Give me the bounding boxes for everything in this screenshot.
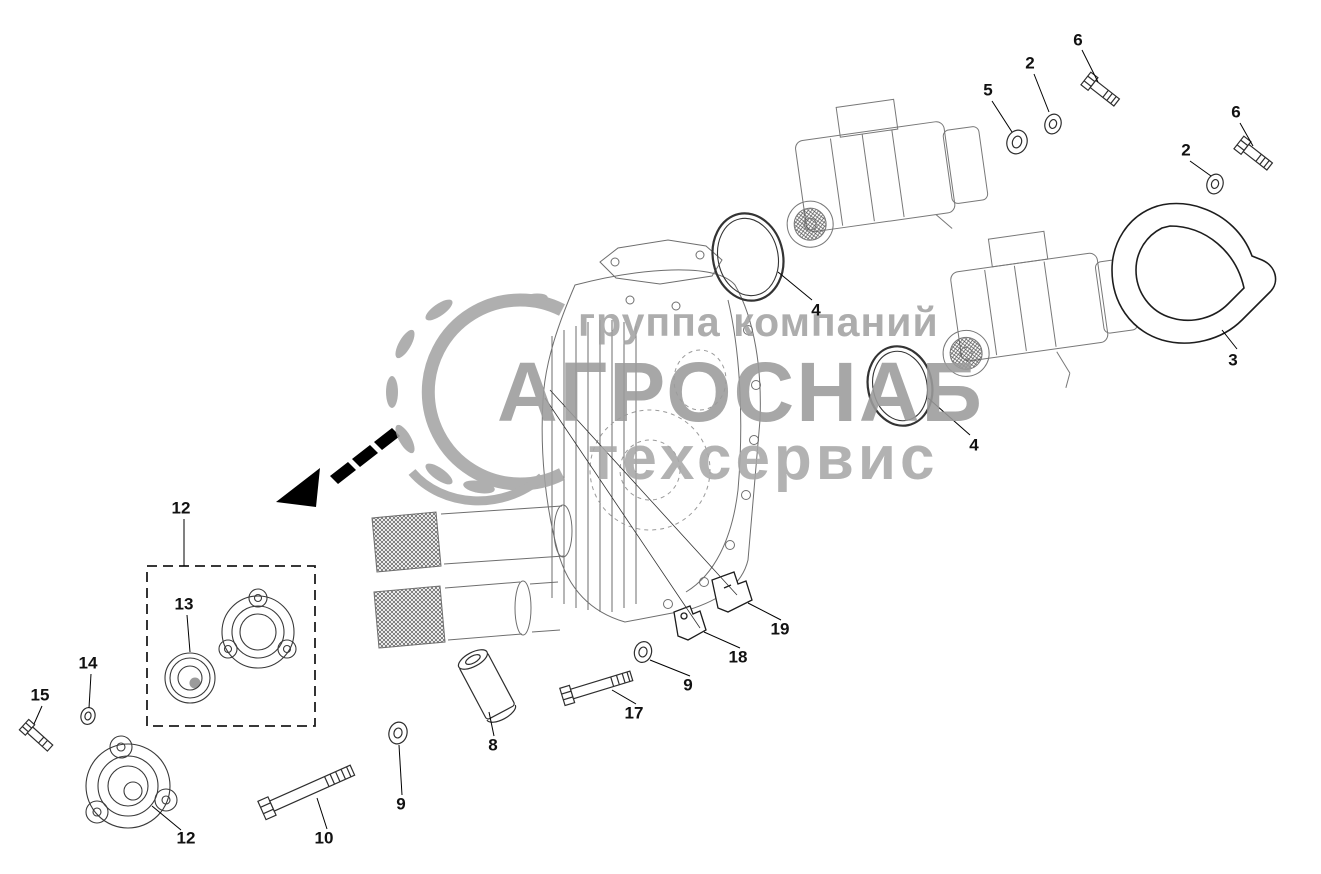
spacer-8	[457, 649, 517, 723]
washer-9-right	[633, 641, 653, 663]
callout-15: 15	[30, 685, 50, 705]
output-shaft-upper	[371, 504, 573, 573]
callout-17: 17	[624, 703, 644, 723]
bolt-15	[18, 718, 54, 752]
callout-18: 18	[728, 647, 748, 667]
callout-8: 8	[488, 735, 498, 755]
callout-5: 5	[983, 80, 993, 100]
bracket-18	[673, 605, 707, 641]
callout-3: 3	[1228, 350, 1238, 370]
callout-2-right: 2	[1181, 140, 1191, 160]
detail-box	[146, 565, 316, 727]
callout-6-top: 6	[1073, 30, 1083, 50]
o-ring-lower	[866, 345, 934, 427]
callout-12-box: 12	[171, 498, 191, 518]
callout-14: 14	[78, 653, 98, 673]
leader-lines	[33, 49, 1254, 831]
housing-bolt-holes	[625, 295, 761, 609]
direction-arrow	[276, 428, 400, 507]
housing-fins	[551, 320, 637, 612]
washer-2-right	[1206, 173, 1224, 195]
mounting-bracket	[1111, 202, 1277, 344]
washer-2-top	[1044, 113, 1062, 135]
bracket-19	[711, 571, 753, 613]
callout-13: 13	[174, 594, 194, 614]
callout-4-lower: 4	[969, 435, 979, 455]
washer-14	[80, 706, 96, 726]
callout-2-top: 2	[1025, 53, 1035, 73]
callout-19: 19	[770, 619, 790, 639]
washer-5	[1006, 129, 1028, 155]
callout-6-right: 6	[1231, 102, 1241, 122]
callout-12-bottom: 12	[176, 828, 196, 848]
callout-9-left: 9	[396, 794, 406, 814]
bolt-6-top	[1080, 71, 1121, 107]
hydraulic-pump-upper	[786, 98, 989, 248]
callout-4-upper: 4	[811, 300, 821, 320]
callout-10: 10	[314, 828, 334, 848]
output-shaft-lower	[373, 580, 561, 649]
o-ring-upper	[711, 212, 785, 302]
bolt-6-right	[1233, 135, 1274, 171]
flange-12-box	[218, 588, 297, 669]
callout-9-right: 9	[683, 675, 693, 695]
bolt-17	[559, 670, 634, 707]
gearbox-housing	[541, 239, 761, 623]
laurel-wreath-icon	[386, 293, 565, 506]
bearing-13	[164, 652, 216, 704]
bolt-10	[257, 764, 356, 821]
flange-12-bottom	[85, 735, 178, 829]
washer-9-left	[388, 721, 408, 745]
hydraulic-pump-lower	[942, 230, 1139, 388]
